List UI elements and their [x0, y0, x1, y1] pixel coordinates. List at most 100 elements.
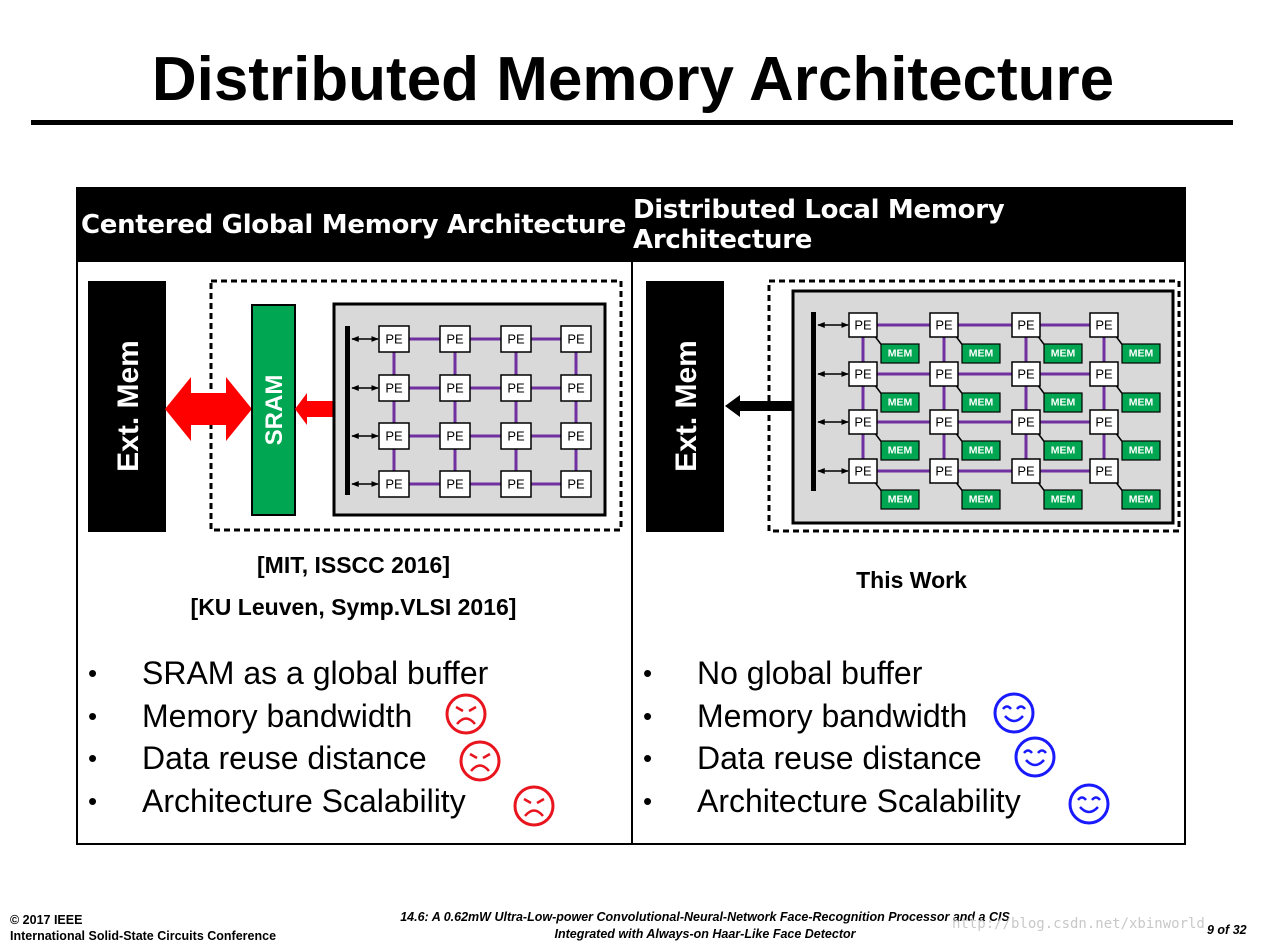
bullet-text: Architecture Scalability [697, 782, 1021, 819]
pe-label: PE [1017, 367, 1035, 382]
bullet-text: Architecture Scalability [142, 782, 466, 819]
pe-label: PE [446, 429, 464, 444]
mem-label: MEM [969, 494, 994, 506]
bullet-dot: • [88, 700, 98, 731]
pe-label: PE [1095, 415, 1113, 430]
mem-block [961, 343, 1001, 364]
bullet-text: Data reuse distance [142, 740, 427, 776]
panel-divider [631, 187, 633, 845]
pe-label: PE [567, 477, 585, 492]
ext-mem-block-left [88, 281, 166, 532]
mem-label: MEM [888, 494, 913, 506]
list-item: • Data reuse distance [88, 737, 628, 780]
happy-face-icon [993, 692, 1035, 734]
bullet-dot: • [88, 743, 98, 773]
bus-bar-right [811, 312, 816, 491]
ext-to-sram-arrow [165, 377, 252, 441]
pe-cell [929, 409, 959, 435]
list-item: • SRAM as a global buffer [88, 652, 628, 695]
mem-block [880, 440, 920, 461]
pe-cell [378, 470, 410, 498]
this-work-caption: This Work [856, 567, 967, 593]
mem-label: MEM [1129, 445, 1154, 457]
pe-cell [1011, 361, 1041, 387]
pe-cell [439, 374, 471, 402]
bullet-dot: • [88, 785, 98, 816]
mem-block [1121, 440, 1161, 461]
pe-label: PE [1017, 318, 1035, 333]
slide-title: Distributed Memory Architecture [151, 45, 1115, 114]
paper-title-line-1: 14.6: A 0.62mW Ultra-Low-power Convoluti… [400, 910, 1010, 924]
bullet-dot: • [88, 658, 98, 688]
watermark: http://blog.csdn.net/xbinworld [952, 916, 1205, 932]
pe-cell [929, 312, 959, 338]
pe-label: PE [935, 464, 953, 479]
page-number: 9 of 32 [1207, 923, 1247, 937]
pe-cell [500, 422, 532, 450]
pe-cell [439, 470, 471, 498]
right-diagram: Ext. Mem MEM PE MEM PE MEM PE MEM PE MEM PE MEM PE M… [646, 279, 1181, 533]
mem-label: MEM [888, 397, 913, 409]
pe-label: PE [385, 477, 403, 492]
bullet-dot: • [643, 743, 653, 773]
mem-block [1043, 392, 1083, 413]
bullet-dot: • [643, 785, 653, 816]
bullet-dot: • [643, 658, 653, 688]
pe-label: PE [507, 429, 525, 444]
left-bullet-list: • SRAM as a global buffer • Memory bandwid… [88, 652, 628, 822]
pe-cell [500, 325, 532, 353]
pe-label: PE [507, 477, 525, 492]
bullet-text: SRAM as a global buffer [142, 655, 489, 691]
mem-label: MEM [969, 397, 994, 409]
sram-label: SRAM [261, 375, 288, 446]
mem-block [880, 392, 920, 413]
sad-face-icon [445, 693, 487, 735]
mem-label: MEM [1129, 397, 1154, 409]
pe-cell [1089, 312, 1119, 338]
sad-face-icon [513, 785, 555, 827]
pe-cell [1011, 458, 1041, 484]
mem-block [880, 343, 920, 364]
bullet-text: Memory bandwidth [697, 697, 968, 734]
pe-label: PE [854, 415, 872, 430]
pe-label: PE [854, 367, 872, 382]
paper-title-line-2: Integrated with Always-on Haar-Like Face… [554, 927, 856, 941]
bus-bar-left [345, 326, 350, 495]
title-underline [31, 120, 1233, 125]
list-item: • Memory bandwidth [88, 695, 628, 738]
footer-paper-title: 14.6: A 0.62mW Ultra-Low-power Convoluti… [330, 909, 1080, 943]
mem-label: MEM [1051, 445, 1076, 457]
list-item: • Architecture Scalability [88, 780, 628, 823]
pe-cell [500, 374, 532, 402]
mem-label: MEM [969, 445, 994, 457]
ext-mem-label-right: Ext. Mem [670, 340, 703, 472]
mem-block [961, 392, 1001, 413]
pe-label: PE [1095, 318, 1113, 333]
mem-label: MEM [1129, 348, 1154, 360]
footer-copyright: © 2017 IEEE International Solid-State Ci… [10, 912, 276, 944]
pe-label: PE [935, 318, 953, 333]
pe-label: PE [1095, 367, 1113, 382]
pe-label: PE [385, 332, 403, 347]
mem-label: MEM [888, 445, 913, 457]
pe-cell [1011, 312, 1041, 338]
ext-mem-label-left: Ext. Mem [112, 340, 145, 472]
happy-face-icon [1068, 783, 1110, 825]
pe-cell [848, 409, 878, 435]
bullet-text: Memory bandwidth [142, 697, 413, 734]
pe-label: PE [507, 381, 525, 396]
pe-cell [848, 312, 878, 338]
pe-label: PE [446, 332, 464, 347]
pe-cell [500, 470, 532, 498]
pe-label: PE [385, 429, 403, 444]
pe-label: PE [446, 477, 464, 492]
pe-cell [1089, 458, 1119, 484]
bullet-text: No global buffer [697, 655, 923, 691]
mem-label: MEM [1051, 494, 1076, 506]
mem-block [1043, 440, 1083, 461]
pe-label: PE [854, 464, 872, 479]
mem-label: MEM [1051, 397, 1076, 409]
pe-label: PE [507, 332, 525, 347]
ext-to-array-arrow [725, 395, 811, 417]
